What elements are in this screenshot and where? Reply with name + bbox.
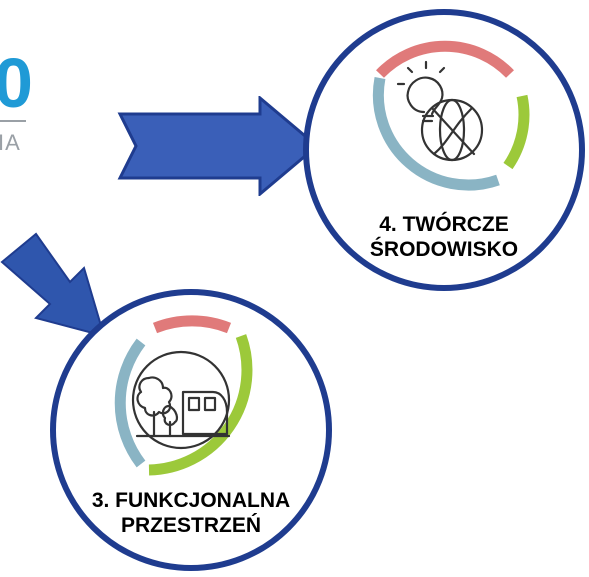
node-funkcjonalna-line1: 3. FUNKCJONALNA (91, 489, 291, 512)
arrow-right (117, 96, 320, 196)
node-funkcjonalna-graphic (50, 289, 332, 571)
node-funkcjonalna-line2: PRZESTRZEŃ (120, 514, 261, 537)
node-tworcze-graphic (303, 9, 585, 291)
node-tworcze-srodowisko: 4. TWÓRCZE ŚRODOWISKO (302, 8, 586, 292)
node-funkcjonalna-przestrzen: 3. FUNKCJONALNA PRZESTRZEŃ (49, 288, 333, 572)
node-funkcjonalna-label: 3. FUNKCJONALNA PRZESTRZEŃ (49, 488, 333, 538)
arrow-down-right (0, 232, 106, 338)
node-tworcze-line2: ŚRODOWISKO (369, 238, 519, 261)
brand-divider (0, 120, 26, 122)
brand-logo-text: IA (0, 130, 21, 155)
node-tworcze-line1: 4. TWÓRCZE (379, 213, 509, 236)
brand-logo-digit: 0 (0, 44, 33, 122)
node-tworcze-label: 4. TWÓRCZE ŚRODOWISKO (302, 212, 586, 262)
tree-train-icon (131, 350, 231, 450)
lightbulb-globe-icon (396, 60, 484, 162)
